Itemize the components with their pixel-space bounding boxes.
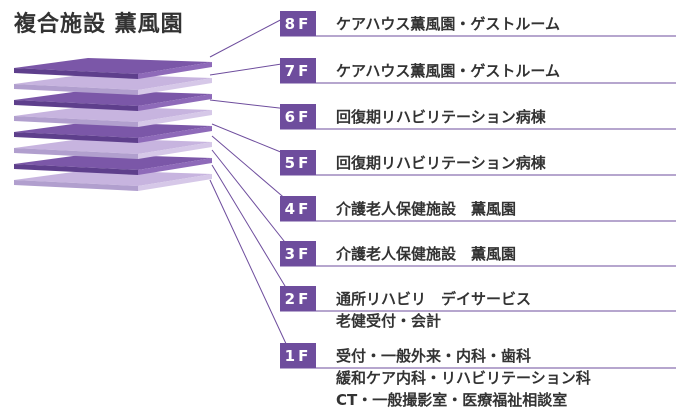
floor-description: ケアハウス薫風園・ゲストルーム [336, 60, 560, 82]
floor-description-line: CT・一般撮影室・医療福祉相談室 [336, 391, 568, 409]
floor-row-1F: 1F 受付・一般外来・内科・歯科緩和ケア内科・リハビリテーション科 CT・一般撮影室… [280, 343, 676, 415]
page-title: 複合施設 薫風園 [14, 12, 184, 37]
floor-description-line: 介護老人保健施設 薫風園 [336, 245, 517, 263]
floor-badge: 4F [280, 196, 316, 221]
leader-line-1F [209, 179, 289, 349]
floor-slab-top-2F [14, 154, 212, 170]
leader-line-5F [211, 123, 289, 156]
floor-slab-side-7F [138, 78, 212, 95]
floor-slab-top-4F [14, 122, 212, 138]
floor-slab-side-5F [138, 110, 212, 127]
floor-description-line: ケアハウス薫風園・ゲストルーム [336, 15, 560, 33]
floor-slab-front-5F [14, 116, 138, 127]
floor-description-line: 緩和ケア内科・リハビリテーション科 [336, 369, 591, 387]
floor-description-line: 老健受付・会計 [336, 312, 442, 330]
floor-row-7F: 7F ケアハウス薫風園・ゲストルーム [280, 58, 676, 86]
floor-badge: 1F [280, 343, 316, 368]
floor-description: 介護老人保健施設 薫風園 [336, 243, 516, 265]
floor-slab-top-3F [14, 138, 212, 154]
floor-description: 通所リハビリ デイサービス老健受付・会計 [336, 288, 531, 332]
floor-description-line: 介護老人保健施設 薫風園 [336, 200, 517, 218]
floor-description: 受付・一般外来・内科・歯科緩和ケア内科・リハビリテーション科 CT・一般撮影室・医… [336, 345, 591, 411]
floor-row-3F: 3F 介護老人保健施設 薫風園 [280, 241, 676, 269]
floor-slab-side-3F [138, 142, 212, 159]
floor-description: 介護老人保健施設 薫風園 [336, 198, 516, 220]
floor-slab-front-8F [14, 68, 138, 79]
floor-slab-side-2F [138, 158, 212, 175]
floor-row-6F: 6F 回復期リハビリテーション病棟 [280, 104, 676, 132]
floor-slab-top-5F [14, 106, 212, 122]
leader-line-7F [209, 62, 289, 76]
floor-description-line: ケアハウス薫風園・ゲストルーム [336, 62, 560, 80]
floor-description: 回復期リハビリテーション病棟 [336, 106, 546, 128]
floor-row-4F: 4F 介護老人保健施設 薫風園 [280, 196, 676, 224]
floor-slab-front-4F [14, 132, 138, 143]
floor-badge: 3F [280, 241, 316, 266]
floor-description-line: 回復期リハビリテーション病棟 [336, 154, 546, 172]
floor-slab-top-6F [14, 90, 212, 106]
floor-description: ケアハウス薫風園・ゲストルーム [336, 13, 560, 35]
floor-slab-front-3F [14, 148, 138, 159]
floor-slab-side-1F [138, 174, 212, 191]
leader-line-4F [211, 135, 289, 202]
leader-line-3F [211, 149, 289, 247]
leader-line-8F [209, 15, 289, 58]
floor-row-5F: 5F 回復期リハビリテーション病棟 [280, 150, 676, 178]
floor-badge: 5F [280, 150, 316, 175]
floor-row-8F: 8F ケアハウス薫風園・ゲストルーム [280, 11, 676, 39]
leader-line-2F [211, 164, 289, 292]
floor-slab-front-6F [14, 100, 138, 111]
floor-slab-front-2F [14, 164, 138, 175]
floor-row-2F: 2F 通所リハビリ デイサービス老健受付・会計 [280, 286, 676, 336]
floor-badge: 6F [280, 104, 316, 129]
floor-description: 回復期リハビリテーション病棟 [336, 152, 546, 174]
floor-slab-side-4F [138, 126, 212, 143]
floor-badge: 2F [280, 286, 316, 311]
floor-description-line: 通所リハビリ デイサービス [336, 290, 532, 308]
floor-slab-side-8F [138, 62, 212, 79]
floor-slab-front-1F [14, 180, 138, 191]
floor-slab-top-8F [14, 58, 212, 74]
leader-line-6F [209, 99, 289, 110]
floor-description-line: 受付・一般外来・内科・歯科 [336, 347, 532, 365]
floor-slab-side-6F [138, 94, 212, 111]
floor-badge: 7F [280, 58, 316, 83]
floor-slab-front-7F [14, 84, 138, 95]
floor-badge: 8F [280, 11, 316, 36]
floor-description-line: 回復期リハビリテーション病棟 [336, 108, 546, 126]
floor-slab-top-1F [14, 170, 212, 186]
floor-slab-top-7F [14, 74, 212, 90]
